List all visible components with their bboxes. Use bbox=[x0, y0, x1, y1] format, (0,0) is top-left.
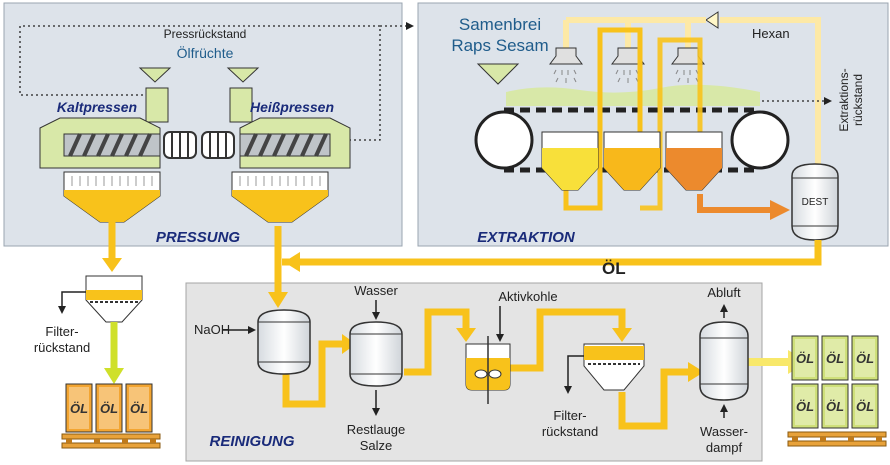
filter-left-label-1: Filter- bbox=[45, 324, 78, 339]
abluft-label: Abluft bbox=[707, 285, 741, 300]
naoh-tank bbox=[257, 309, 311, 375]
can-label: ÖL bbox=[856, 351, 874, 366]
oil-can-7: ÖL bbox=[821, 383, 849, 429]
oil-funnel-kalt bbox=[63, 171, 161, 223]
pallet-base bbox=[61, 433, 161, 449]
naoh-label: NaOH bbox=[194, 322, 230, 337]
restlauge-label: Restlauge bbox=[347, 422, 406, 437]
extraktion-title: EXTRAKTION bbox=[477, 229, 576, 246]
can-label: ÖL bbox=[100, 401, 118, 416]
oil-can-6: ÖL bbox=[791, 383, 819, 429]
hexan-arrow bbox=[705, 11, 719, 29]
pallet-left: ÖL ÖL ÖL bbox=[61, 383, 161, 449]
oil-can-8: ÖL bbox=[851, 383, 879, 429]
wasser-label: Wasser bbox=[354, 283, 398, 298]
oil-main-line bbox=[268, 226, 822, 308]
can-label: ÖL bbox=[796, 399, 814, 414]
aktivkohle-mixer bbox=[465, 336, 511, 404]
oil-can-1: ÖL bbox=[95, 383, 123, 433]
pressung-title: PRESSUNG bbox=[156, 229, 241, 246]
dest-column bbox=[791, 163, 839, 241]
screw-heiss bbox=[239, 133, 331, 157]
pressrueckstand-label: Pressrückstand bbox=[164, 27, 247, 41]
raps-sesam-label: Raps Sesam bbox=[451, 36, 548, 55]
pallet-base bbox=[787, 431, 887, 447]
feed-chute-heiss bbox=[229, 87, 253, 123]
oil-can-0: ÖL bbox=[65, 383, 93, 433]
filter-left-label-2: rückstand bbox=[34, 340, 90, 355]
filter-right bbox=[583, 343, 645, 391]
filter-left-residue-arrow bbox=[58, 291, 86, 314]
filter-right-label-2: rückstand bbox=[542, 424, 598, 439]
dampf-label-2: dampf bbox=[706, 440, 743, 455]
wasser-tank bbox=[349, 321, 403, 387]
oil-can-5: ÖL bbox=[851, 335, 879, 381]
can-label: ÖL bbox=[796, 351, 814, 366]
screw-kalt bbox=[63, 133, 161, 157]
deodorizer-tank bbox=[699, 321, 749, 401]
heisspressen-label: Heißpressen bbox=[250, 99, 334, 115]
oil-can-4: ÖL bbox=[821, 335, 849, 381]
can-label: ÖL bbox=[130, 401, 148, 416]
extraktionsrueckstand-label-2: rückstand bbox=[851, 74, 865, 126]
kaltpressen-label: Kaltpressen bbox=[57, 99, 137, 115]
hopper-heiss bbox=[226, 67, 260, 83]
miscella-pipe-3 bbox=[697, 194, 770, 213]
can-label: ÖL bbox=[70, 401, 88, 416]
aktivkohle-label: Aktivkohle bbox=[498, 289, 557, 304]
pallet-right: ÖL ÖL ÖL ÖL ÖL ÖL bbox=[787, 335, 887, 447]
mash-bed bbox=[506, 84, 760, 106]
miscella-pipe-2 bbox=[640, 37, 703, 211]
can-label: ÖL bbox=[856, 399, 874, 414]
extract-funnel-2 bbox=[603, 131, 661, 191]
extract-funnel-3 bbox=[665, 131, 723, 191]
can-label: ÖL bbox=[826, 399, 844, 414]
miscella-pipe-1 bbox=[563, 27, 643, 211]
oel-line-label: ÖL bbox=[602, 259, 626, 278]
oelfruechte-label: Ölfrüchte bbox=[177, 44, 234, 61]
hopper-kalt bbox=[138, 67, 172, 83]
reinigung-pipes bbox=[282, 308, 792, 430]
dampf-label-1: Wasser- bbox=[700, 424, 748, 439]
feed-chute-kalt bbox=[145, 87, 169, 123]
hopper-samenbrei bbox=[476, 63, 520, 85]
dest-label: DEST bbox=[802, 197, 829, 208]
sprayer-1 bbox=[549, 47, 583, 83]
salze-label: Salze bbox=[360, 438, 393, 453]
hexan-line bbox=[720, 17, 821, 200]
pressrueckstand-loop bbox=[19, 22, 414, 141]
hexan-label: Hexan bbox=[752, 26, 790, 41]
oil-funnel-heiss bbox=[231, 171, 329, 223]
reinigung-title: REINIGUNG bbox=[209, 433, 294, 450]
samenbrei-label: Samenbrei bbox=[459, 15, 541, 34]
extract-funnel-1 bbox=[541, 131, 599, 191]
oil-can-3: ÖL bbox=[791, 335, 819, 381]
filter-right-label-1: Filter- bbox=[553, 408, 586, 423]
filter-right-residue-arrow bbox=[564, 355, 584, 394]
oil-can-2: ÖL bbox=[125, 383, 153, 433]
filter-left bbox=[85, 275, 143, 323]
can-label: ÖL bbox=[826, 351, 844, 366]
extraktionsrueckstand-label-1: Extraktions- bbox=[837, 68, 851, 131]
